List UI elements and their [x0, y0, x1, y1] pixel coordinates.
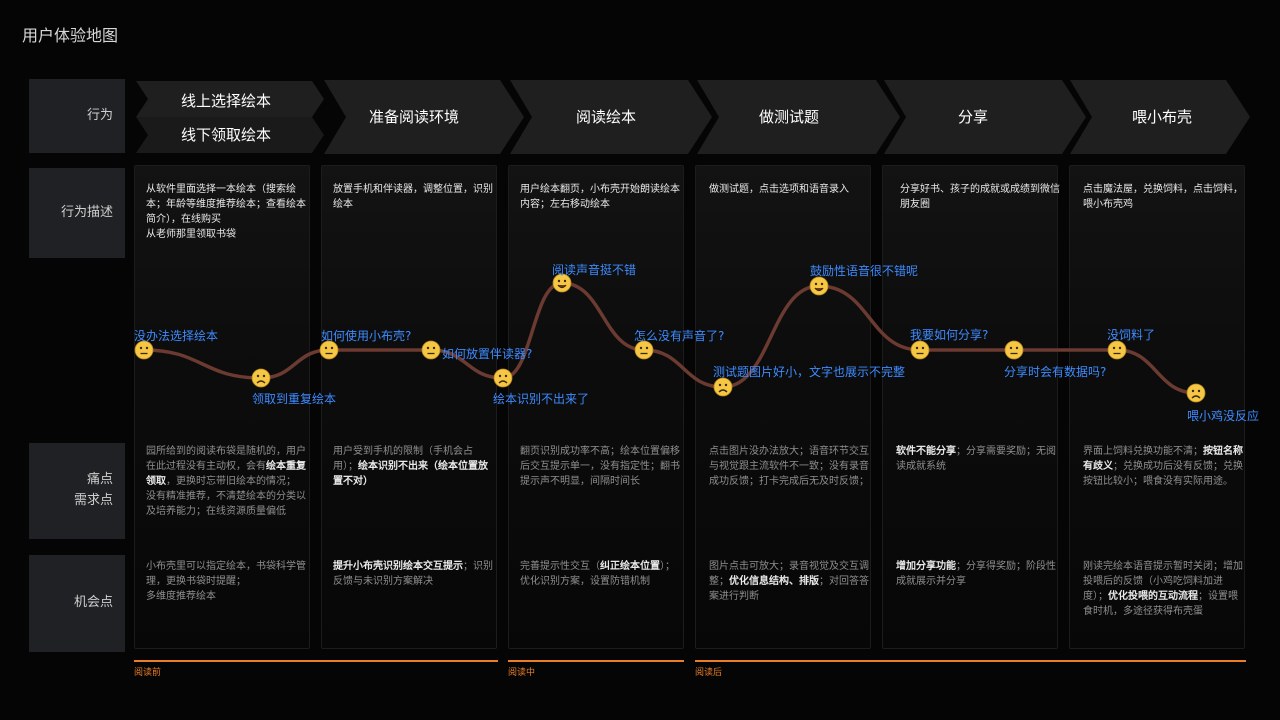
stage-label-share: 分享 [958, 108, 988, 126]
happy-face-icon [552, 273, 572, 293]
pain-prepare: 用户受到手机的限制（手机会占用）；绘本识别不出来（绘本位置放置不对） [333, 446, 488, 487]
emotion-label: 我要如何分享? [910, 328, 989, 342]
neutral-face-icon [1004, 340, 1024, 360]
happy-face-icon [809, 276, 829, 296]
pain-quiz: 点击图片没办法放大；语音环节交互与视觉跟主流软件不一致；没有录音成功反馈；打卡完… [709, 446, 869, 487]
emotion-label: 喂小鸡没反应 [1187, 409, 1260, 423]
stage-label-online: 线上选择绘本 [181, 92, 271, 110]
row-label-behavior: 行为 [29, 79, 125, 153]
emotion-label: 分享时会有数据吗? [1004, 365, 1107, 379]
page-title: 用户体验地图 [22, 26, 119, 45]
stage-arrow-share [884, 80, 1086, 154]
stage-label-read: 阅读绘本 [576, 108, 636, 126]
sad-face-icon [1186, 383, 1206, 403]
phase-line-during [508, 660, 684, 662]
row-label-pain-text: 痛点 [86, 472, 113, 488]
description-prepare: 放置手机和伴读器，调整位置，识别绘本 [333, 184, 493, 210]
row-label-opportunity: 机会点 [29, 555, 125, 652]
row-label-description-text: 行为描述 [60, 204, 113, 220]
emotion-label: 如何放置伴读器? [442, 347, 533, 361]
opportunity-share: 增加分享功能；分享得奖励；阶段性成就展示并分享 [896, 561, 1056, 587]
pain-select: 园所给到的阅读布袋是随机的，用户在此过程没有主动权，会有绘本重复领取，更换时忘带… [146, 446, 306, 517]
emotion-label: 鼓励性语音很不错呢 [810, 264, 919, 278]
emotion-label: 阅读声音挺不错 [552, 263, 637, 277]
phase-line-before [134, 660, 498, 662]
emotion-label: 怎么没有声音了? [634, 329, 725, 343]
column-prepare [321, 165, 497, 649]
sad-face-icon [493, 368, 513, 388]
row-label-pain: 痛点 需求点 [29, 443, 125, 539]
stage-label-offline: 线下领取绘本 [181, 126, 271, 144]
phase-line-after [695, 660, 1246, 662]
stage-arrow-offline [136, 117, 324, 153]
column-read [508, 165, 684, 649]
phase-label-before: 阅读前 [134, 668, 162, 678]
stage-arrow-read [510, 80, 712, 154]
opportunity-feed: 刚读完绘本语音提示暂时关闭；增加投喂后的反馈（小鸡吃饲料加进度）；优化投喂的互动… [1083, 561, 1243, 617]
emotion-label: 如何使用小布壳? [321, 329, 412, 343]
stage-label-quiz: 做测试题 [759, 108, 819, 126]
description-feed: 点击魔法屋，兑换饲料，点击饲料，喂小布壳鸡 [1083, 184, 1243, 210]
sad-face-icon [251, 368, 271, 388]
neutral-face-icon [421, 340, 441, 360]
neutral-face-icon [1107, 340, 1127, 360]
description-share: 分享好书、孩子的成就或成绩到微信朋友圈 [900, 184, 1060, 210]
emotion-label: 没饲料了 [1107, 328, 1156, 342]
neutral-face-icon [319, 340, 339, 360]
pain-share: 软件不能分享；分享需要奖励；无阅读成就系统 [896, 446, 1056, 472]
column-feed [1069, 165, 1245, 649]
stage-label-feed: 喂小布壳 [1132, 108, 1192, 126]
opportunity-quiz: 图片点击可放大；录音视觉及交互调整；优化信息结构、排版；对回答答案进行判断 [709, 561, 869, 602]
sad-face-icon [713, 377, 733, 397]
stage-arrows: 线上选择绘本 线下领取绘本 准备阅读环境 阅读绘本 做测试题 分享 喂小布壳 [136, 80, 1250, 154]
neutral-face-icon [134, 340, 154, 360]
column-share [882, 165, 1058, 649]
column-quiz [695, 165, 871, 649]
emotion-label: 领取到重复绘本 [252, 392, 337, 406]
stage-arrow-feed [1070, 80, 1250, 154]
stage-arrow-online [136, 81, 324, 117]
opportunity-select: 小布壳里可以指定绘本，书袋科学管理，更换书袋时提醒； 多维度推荐绘本 [146, 561, 306, 602]
emotion-label: 绘本识别不出来了 [493, 392, 590, 406]
neutral-face-icon [634, 340, 654, 360]
pain-feed: 界面上饲料兑换功能不清；按钮名称有歧义；兑换成功后没有反馈；兑换按钮比较小；喂食… [1083, 446, 1243, 487]
stage-arrow-prepare [324, 80, 524, 154]
emotion-label: 测试题图片好小，文字也展示不完整 [713, 365, 906, 379]
row-label-behavior-text: 行为 [86, 107, 113, 123]
row-label-need-text: 需求点 [73, 493, 113, 508]
phase-label-during: 阅读中 [508, 668, 536, 678]
row-label-opportunity-text: 机会点 [73, 595, 113, 611]
stage-arrow-quiz [697, 80, 900, 154]
column-select [134, 165, 310, 649]
description-select: 从软件里面选择一本绘本（搜索绘本；年龄等维度推荐绘本；查看绘本简介），在线购买 … [146, 184, 306, 240]
neutral-face-icon [910, 340, 930, 360]
phase-label-after: 阅读后 [695, 668, 723, 678]
row-label-description: 行为描述 [29, 168, 125, 258]
description-quiz: 做测试题，点击选项和语音录入 [709, 184, 849, 195]
description-read: 用户绘本翻页，小布壳开始朗读绘本内容；左右移动绘本 [520, 184, 680, 210]
pain-read: 翻页识别成功率不高；绘本位置偏移后交互提示单一，没有指定性；翻书提示声不明显，间… [520, 446, 680, 487]
opportunity-prepare: 提升小布壳识别绘本交互提示；识别反馈与未识别方案解决 [333, 561, 493, 587]
emotion-label: 没办法选择绘本 [134, 329, 219, 343]
stage-label-prepare: 准备阅读环境 [369, 108, 459, 126]
opportunity-read: 完善提示性交互（纠正绘本位置）；优化识别方案，设置防错机制 [520, 561, 675, 587]
